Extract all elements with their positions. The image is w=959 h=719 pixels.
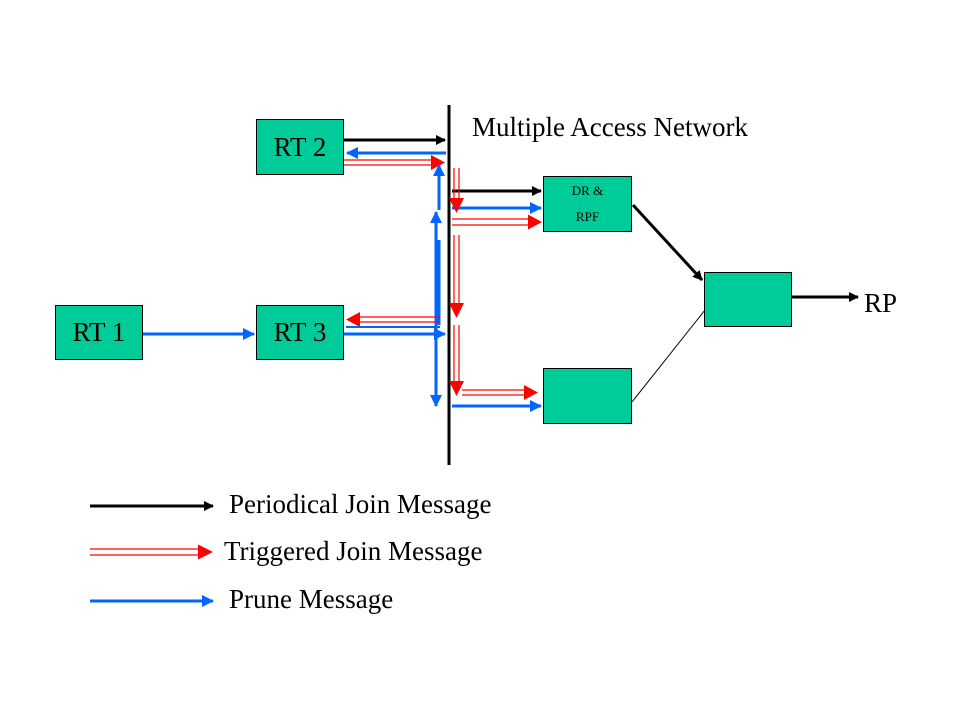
legend-triggered-arrow <box>90 544 213 560</box>
upstream-router-node <box>704 272 792 327</box>
rt3-node: RT 3 <box>256 305 344 360</box>
legend-triggered-label: Triggered Join Message <box>224 536 483 566</box>
rt2-label: RT 2 <box>273 131 327 162</box>
rt1-node: RT 1 <box>55 305 143 360</box>
rt3-triggered-join-arrow <box>346 312 440 327</box>
rp-label: RP <box>864 288 898 318</box>
network-label: Multiple Access Network <box>472 112 748 142</box>
lower-box-triggered-join-arrow <box>462 385 538 400</box>
rt1-label: RT 1 <box>72 317 126 347</box>
bus-triggered-down-arrow-2 <box>449 235 464 318</box>
bus-triggered-down-arrow-1 <box>449 168 464 213</box>
dr-rpf-node: DR & RPF <box>543 176 632 232</box>
dr-label: DR & <box>571 183 604 198</box>
bus-triggered-down-arrow-3 <box>449 325 464 396</box>
lower-router-node <box>543 368 632 424</box>
lower-box-to-upstream-line <box>631 309 706 403</box>
rt3-label: RT 3 <box>273 317 327 347</box>
rpf-label: RPF <box>575 209 600 224</box>
rt2-node: RT 2 <box>256 119 344 175</box>
dr-to-upstream-arrow <box>631 203 704 282</box>
dr-triggered-join-arrow <box>452 214 542 230</box>
legend-periodical-label: Periodical Join Message <box>229 489 492 519</box>
legend-prune-label: Prune Message <box>229 584 394 614</box>
rt2-triggered-join-arrow <box>343 155 445 170</box>
